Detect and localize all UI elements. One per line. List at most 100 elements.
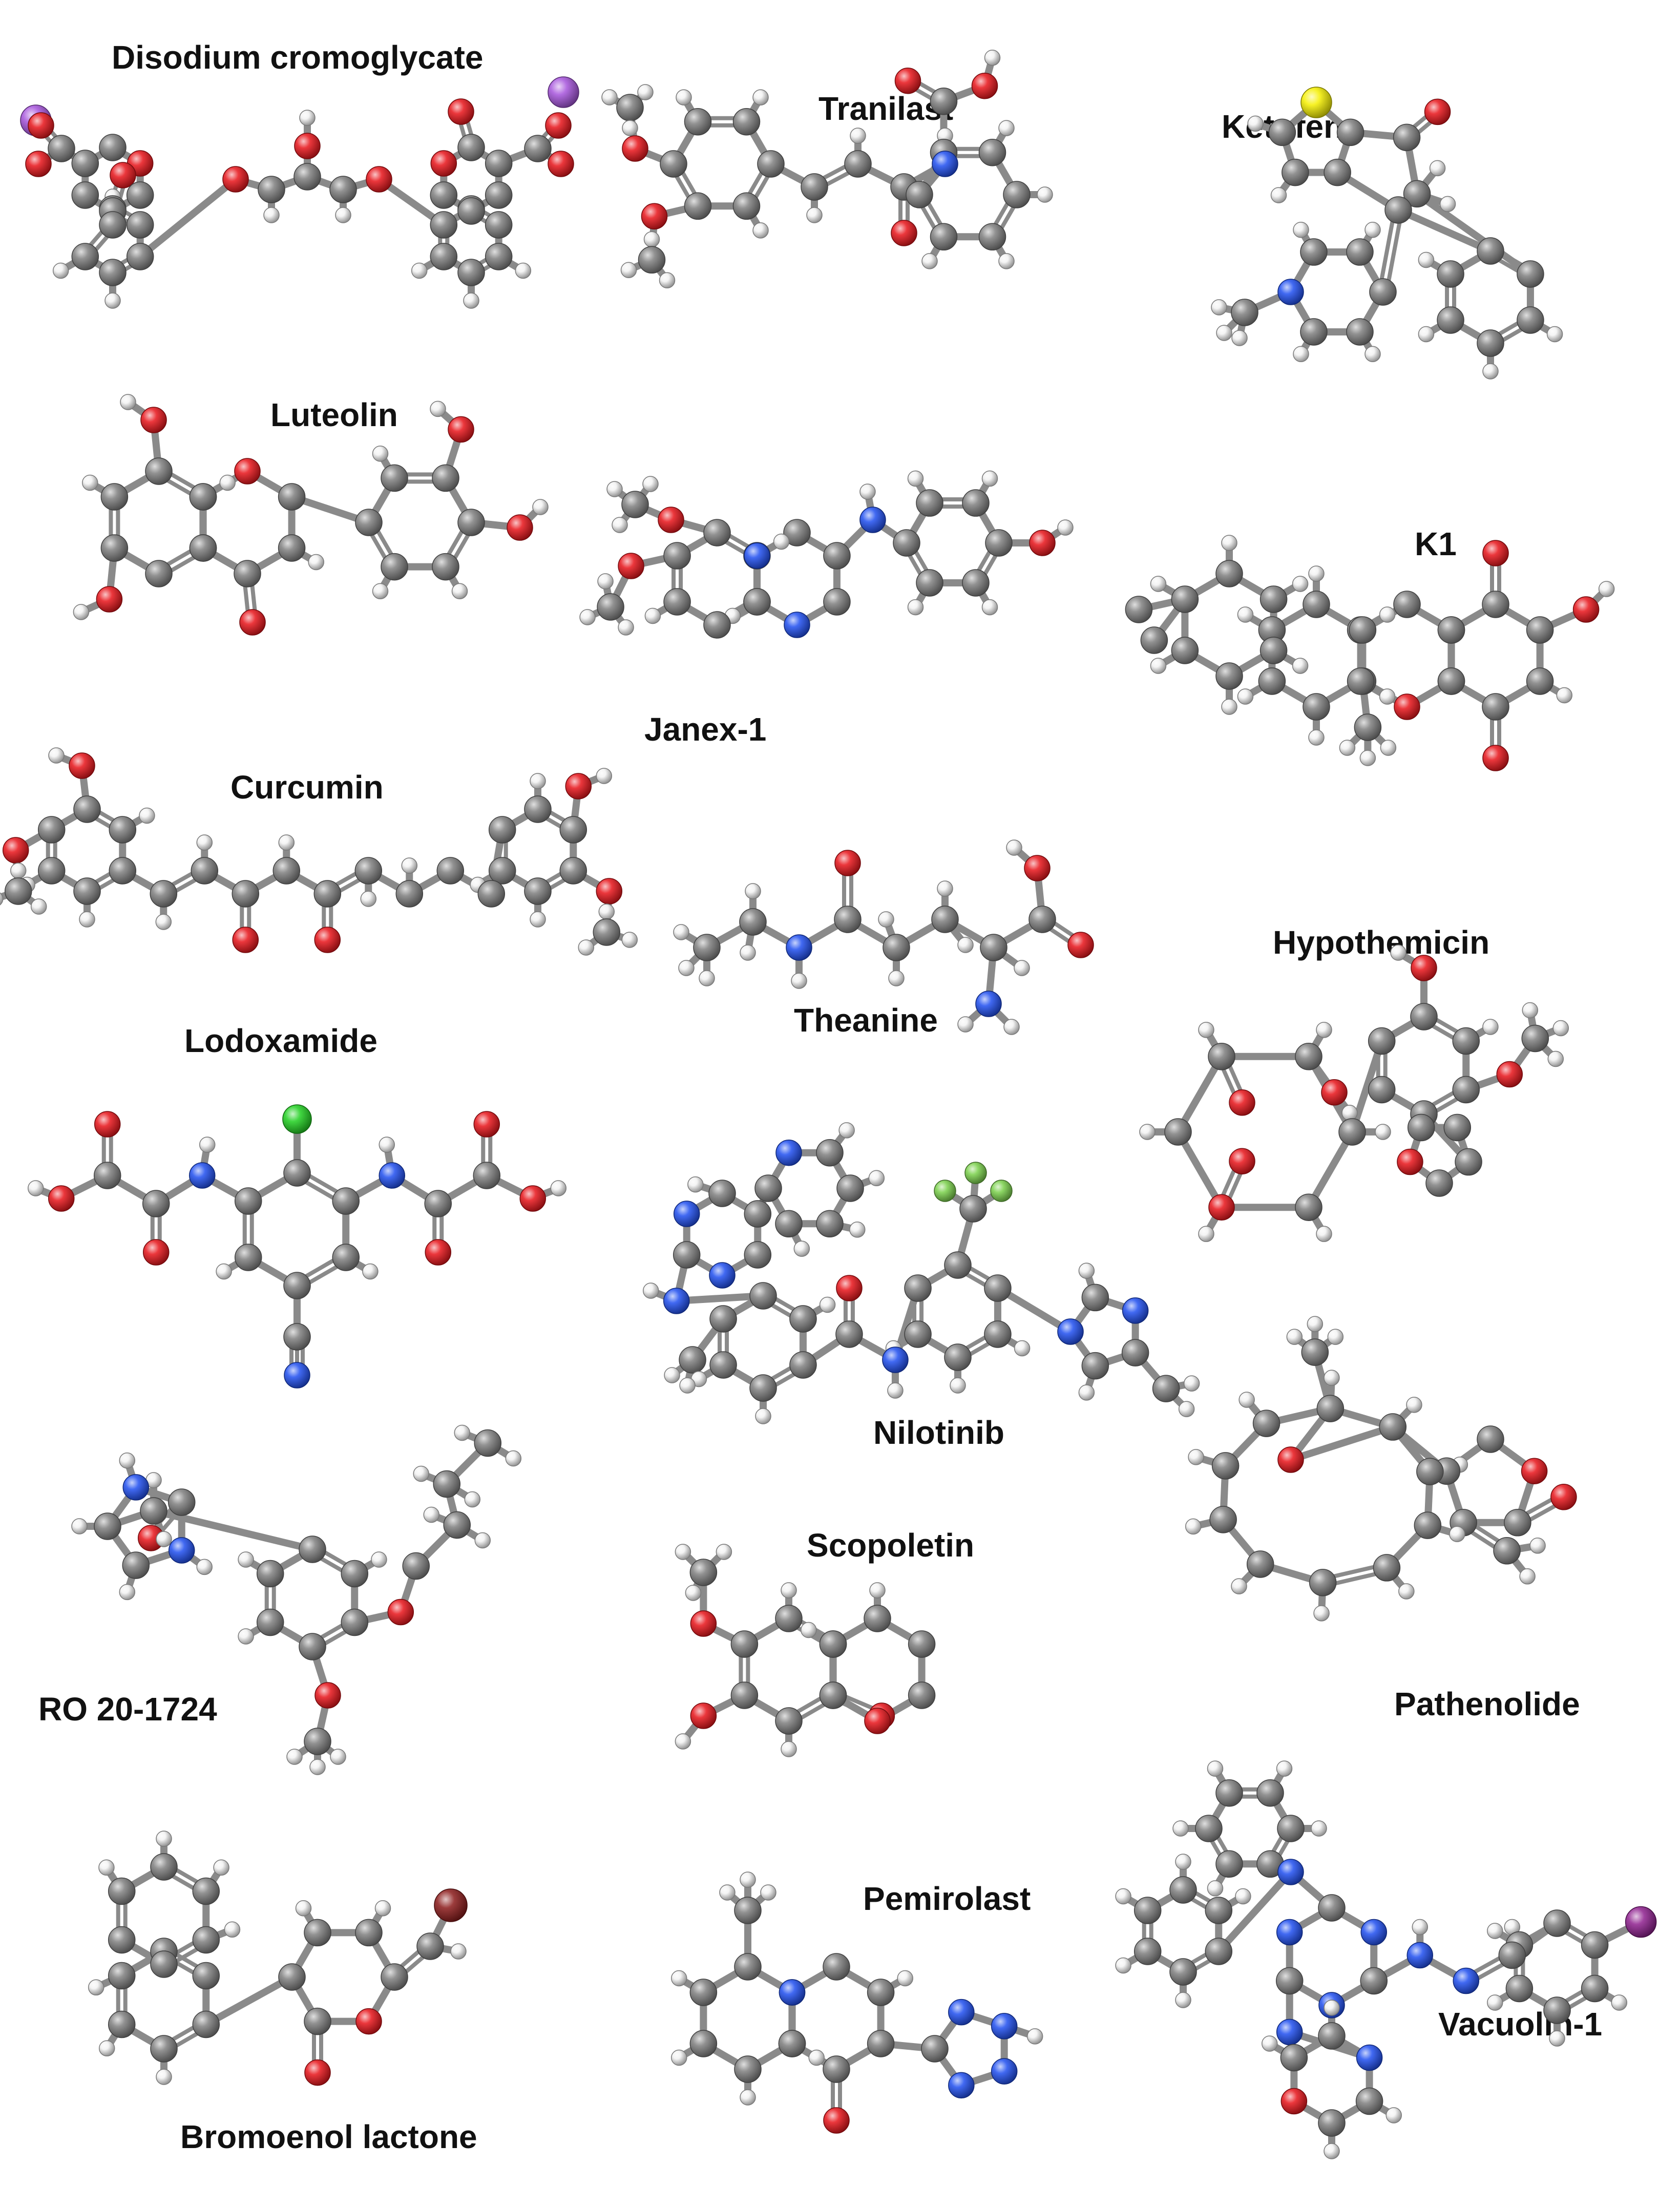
atom-h bbox=[868, 1170, 885, 1187]
atom-c bbox=[457, 509, 485, 536]
atom-h bbox=[1139, 1124, 1156, 1140]
atom-h bbox=[1449, 1526, 1465, 1542]
atom-h bbox=[921, 253, 938, 269]
atom-h bbox=[598, 903, 615, 920]
atom-o bbox=[545, 112, 572, 139]
atom-h bbox=[199, 1137, 216, 1153]
atom-c bbox=[1300, 318, 1328, 346]
atom-c bbox=[1171, 637, 1199, 664]
atom-c bbox=[921, 2035, 949, 2063]
atom-c bbox=[684, 192, 712, 220]
atom-f bbox=[990, 1180, 1013, 1202]
atom-h bbox=[673, 924, 689, 940]
atom-c bbox=[757, 150, 785, 178]
atom-c bbox=[524, 135, 552, 162]
atom-o bbox=[641, 203, 668, 230]
atom-c bbox=[1455, 1148, 1482, 1176]
atom-h bbox=[1380, 740, 1397, 756]
atom-c bbox=[1171, 585, 1199, 613]
atom-o bbox=[823, 2107, 850, 2134]
atom-c bbox=[1208, 1043, 1235, 1070]
atom-c bbox=[1258, 667, 1286, 695]
atom-c bbox=[816, 1139, 844, 1167]
atom-i bbox=[1625, 1906, 1657, 1938]
atom-c bbox=[1125, 596, 1153, 623]
atom-h bbox=[10, 863, 27, 879]
atom-h bbox=[1546, 326, 1563, 343]
molecule-disodium-cromoglycate bbox=[20, 76, 579, 309]
atom-c bbox=[663, 542, 691, 570]
atom-h bbox=[1308, 729, 1325, 746]
atom-c bbox=[1164, 1118, 1192, 1146]
atom-c bbox=[433, 1470, 461, 1498]
atom-c bbox=[108, 2010, 136, 2038]
atom-o bbox=[304, 2059, 331, 2086]
atom-n bbox=[1277, 279, 1304, 305]
atom-h bbox=[664, 1367, 680, 1383]
atom-c bbox=[108, 1962, 136, 1990]
atom-c bbox=[1259, 637, 1288, 664]
atom-c bbox=[332, 1244, 360, 1271]
atom-o bbox=[1280, 2088, 1308, 2115]
atom-c bbox=[663, 588, 691, 616]
atom-o bbox=[448, 98, 474, 125]
atom-n bbox=[709, 1262, 736, 1289]
atom-h bbox=[505, 1450, 522, 1467]
atom-c bbox=[299, 1633, 326, 1660]
atom-h bbox=[98, 1859, 115, 1876]
atom-h bbox=[216, 1263, 232, 1280]
atom-o bbox=[864, 1708, 891, 1734]
atom-o bbox=[1229, 1148, 1255, 1174]
atom-h bbox=[156, 1531, 172, 1547]
atom-h bbox=[752, 222, 769, 239]
atom-c bbox=[775, 1210, 803, 1238]
atom-c bbox=[1338, 1118, 1366, 1146]
atom-c bbox=[1275, 1967, 1304, 1995]
atom-c bbox=[355, 509, 383, 536]
atom-c bbox=[1393, 591, 1421, 618]
atom-h bbox=[740, 1871, 756, 1888]
atom-c bbox=[304, 1919, 331, 1947]
atom-h bbox=[1237, 688, 1254, 705]
molecule-janex-1 bbox=[579, 470, 1074, 639]
atom-c bbox=[1443, 1113, 1472, 1142]
molecule-theanine bbox=[673, 839, 1094, 1035]
atom-c bbox=[1526, 616, 1554, 644]
atom-h bbox=[0, 892, 4, 906]
atom-h bbox=[52, 262, 69, 279]
atom-h bbox=[213, 1859, 229, 1876]
atom-h bbox=[1188, 1449, 1204, 1465]
atom-h bbox=[374, 1900, 391, 1917]
atom-cl bbox=[282, 1104, 312, 1134]
atom-h bbox=[838, 1122, 855, 1139]
atom-br bbox=[434, 1888, 468, 1922]
atom-h bbox=[532, 499, 549, 515]
atom-o bbox=[69, 752, 95, 779]
atom-c bbox=[1407, 1113, 1435, 1142]
atom-h bbox=[1429, 160, 1446, 177]
atom-n bbox=[663, 1288, 690, 1314]
atom-c bbox=[703, 611, 731, 639]
atom-c bbox=[108, 1877, 136, 1905]
atom-c bbox=[1355, 2087, 1383, 2115]
atom-c bbox=[559, 816, 587, 844]
atom-h bbox=[850, 128, 866, 144]
atom-h bbox=[1286, 1329, 1303, 1345]
atom-c bbox=[743, 588, 771, 616]
atom-h bbox=[907, 599, 924, 616]
atom-o bbox=[1029, 530, 1056, 556]
atom-c bbox=[1477, 237, 1504, 265]
atom-h bbox=[1150, 576, 1167, 592]
atom-c bbox=[145, 560, 173, 587]
atom-c bbox=[749, 1282, 777, 1310]
atom-o bbox=[1482, 540, 1509, 566]
label-lodoxamide: Lodoxamide bbox=[184, 1022, 377, 1059]
atom-n bbox=[784, 612, 810, 638]
atom-c bbox=[1498, 1941, 1526, 1969]
atom-h bbox=[1115, 1888, 1131, 1905]
atom-h bbox=[1482, 1019, 1499, 1035]
atom-h bbox=[1057, 519, 1074, 536]
atom-h bbox=[801, 1622, 817, 1638]
atom-h bbox=[719, 1884, 736, 1901]
molecule-scopoletin bbox=[675, 1544, 936, 1757]
